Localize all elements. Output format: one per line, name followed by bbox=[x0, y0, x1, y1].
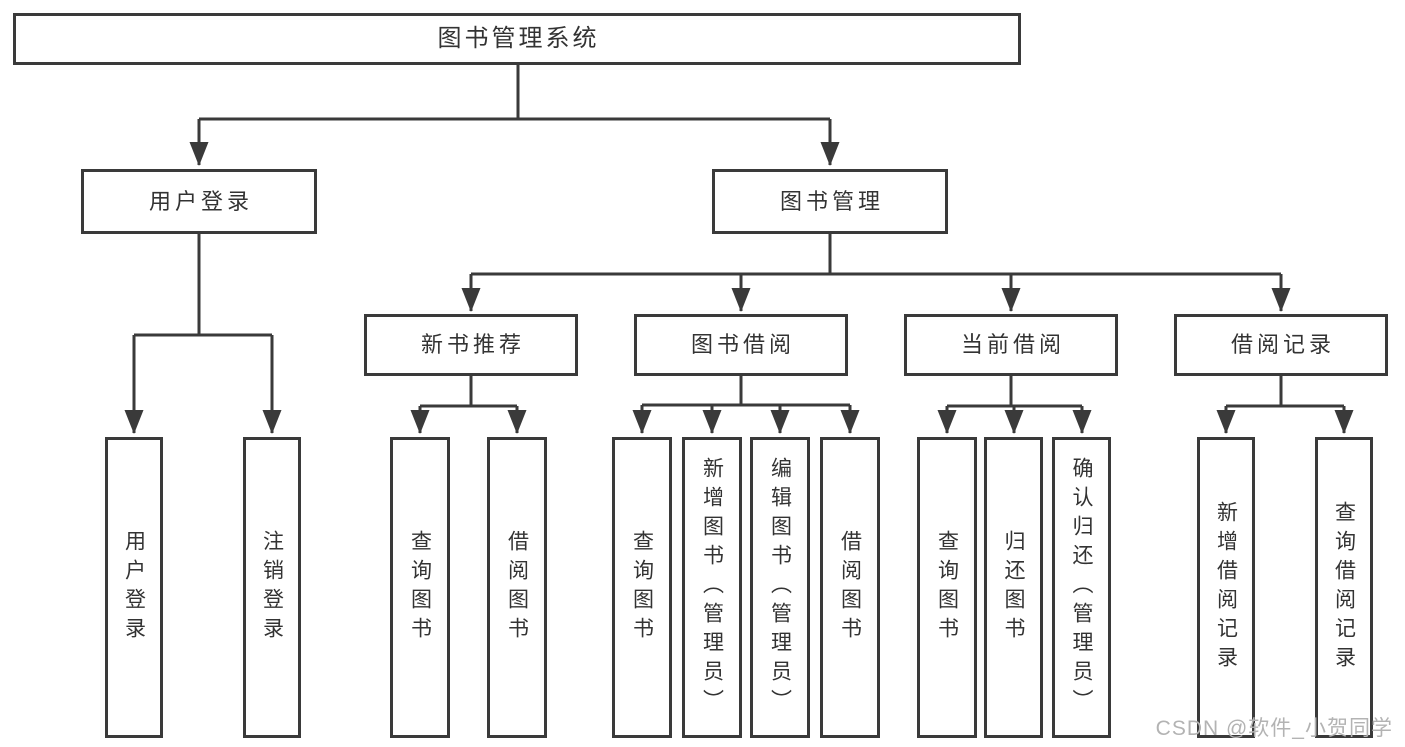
node-label: 确认归还（管理员） bbox=[1070, 457, 1093, 718]
node-book-borrowing: 图书借阅 bbox=[634, 314, 848, 376]
node-new-book-recommendation: 新书推荐 bbox=[364, 314, 578, 376]
node-logout-leaf: 注销登录 bbox=[243, 437, 301, 738]
node-label: 借阅图书 bbox=[838, 529, 862, 646]
node-add-borrow-record: 新增借阅记录 bbox=[1197, 437, 1255, 738]
node-query-books-current: 查询图书 bbox=[917, 437, 977, 738]
node-user-login: 用户登录 bbox=[81, 169, 317, 234]
node-label: 归还图书 bbox=[1002, 529, 1025, 646]
node-user-login-leaf: 用户登录 bbox=[105, 437, 163, 738]
node-label: 新增借阅记录 bbox=[1214, 500, 1238, 675]
node-query-books-recommend: 查询图书 bbox=[390, 437, 450, 738]
node-edit-book-admin: 编辑图书（管理员） bbox=[750, 437, 810, 738]
node-borrow-books-recommend: 借阅图书 bbox=[487, 437, 547, 738]
node-label: 查询图书 bbox=[630, 529, 654, 646]
node-borrowing-records: 借阅记录 bbox=[1174, 314, 1388, 376]
node-label: 查询借阅记录 bbox=[1332, 500, 1356, 675]
node-book-management: 图书管理 bbox=[712, 169, 948, 234]
node-label: 用户登录 bbox=[122, 529, 146, 646]
node-label: 查询图书 bbox=[935, 529, 959, 646]
node-query-borrow-record: 查询借阅记录 bbox=[1315, 437, 1373, 738]
node-label: 借阅图书 bbox=[505, 529, 529, 646]
node-label: 编辑图书（管理员） bbox=[768, 457, 792, 718]
node-label: 注销登录 bbox=[260, 529, 284, 646]
node-confirm-return-admin: 确认归还（管理员） bbox=[1052, 437, 1111, 738]
node-return-books: 归还图书 bbox=[984, 437, 1043, 738]
node-label: 新增图书（管理员） bbox=[700, 457, 724, 718]
node-label: 查询图书 bbox=[408, 529, 432, 646]
node-add-book-admin: 新增图书（管理员） bbox=[682, 437, 742, 738]
node-query-books-borrowing: 查询图书 bbox=[612, 437, 672, 738]
node-library-management-system: 图书管理系统 bbox=[13, 13, 1021, 65]
node-borrow-books-borrowing: 借阅图书 bbox=[820, 437, 880, 738]
node-current-borrowing: 当前借阅 bbox=[904, 314, 1118, 376]
watermark: CSDN @软件_小贺同学 bbox=[1155, 717, 1393, 740]
